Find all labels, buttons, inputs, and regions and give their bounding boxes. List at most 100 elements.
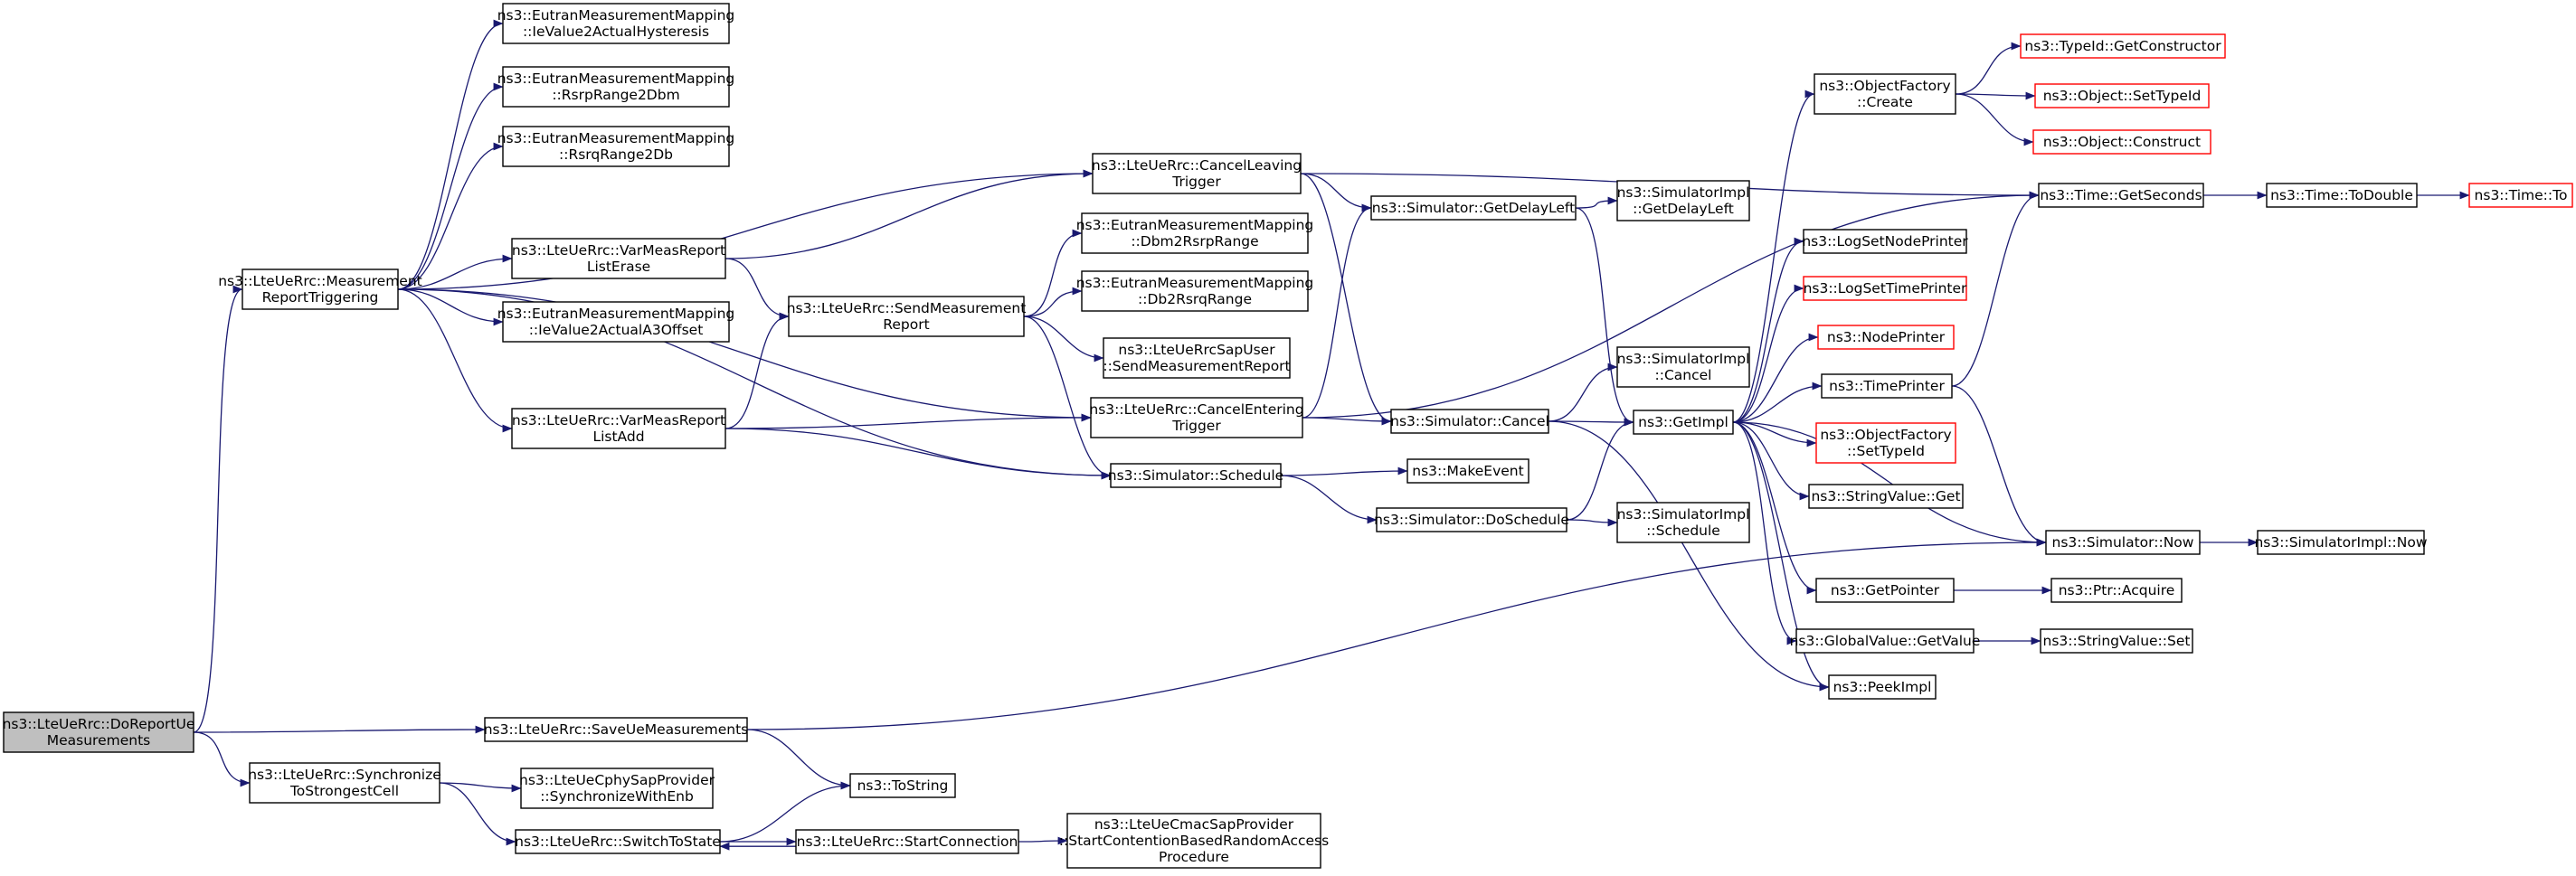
node-label: ns3::LteUeRrc::VarMeasReport	[512, 412, 725, 429]
node-label: ns3::ToString	[857, 777, 949, 794]
graph-node[interactable]: ns3::LteUeCphySapProvider::SynchronizeWi…	[519, 768, 715, 809]
graph-node[interactable]: ns3::StringValue::Get	[1808, 484, 1964, 509]
graph-node[interactable]: ns3::LteUeRrcSapUser::SendMeasurementRep…	[1103, 337, 1291, 379]
call-edge	[397, 19, 504, 290]
node-box	[1633, 410, 1734, 435]
graph-node[interactable]: ns3::LteUeRrc::SendMeasurementReport	[787, 296, 1027, 337]
graph-node[interactable]: ns3::EutranMeasurementMapping::RsrqRange…	[497, 126, 735, 167]
graph-node[interactable]: ns3::LteUeCmacSapProvider::StartContenti…	[1059, 813, 1329, 869]
graph-node[interactable]: ns3::Simulator::GetDelayLeft	[1370, 195, 1577, 221]
node-label: ::StartContentionBasedRandomAccess	[1059, 833, 1329, 849]
graph-node[interactable]: ns3::SimulatorImpl::Now	[2254, 530, 2428, 555]
call-edge	[1548, 418, 1634, 427]
graph-node[interactable]: ns3::LteUeRrc::SynchronizeToStrongestCel…	[248, 762, 441, 804]
node-label: ::GetDelayLeft	[1633, 201, 1734, 217]
node-box	[1370, 195, 1577, 221]
graph-node[interactable]: ns3::EutranMeasurementMapping::Dbm2RsrpR…	[1076, 212, 1314, 254]
graph-node[interactable]: ns3::TypeId::GetConstructor	[2020, 33, 2226, 59]
graph-node[interactable]: ns3::Time::To	[2468, 183, 2573, 208]
graph-node[interactable]: ns3::Simulator::Cancel	[1390, 409, 1549, 434]
graph-node[interactable]: ns3::Object::Construct	[2032, 129, 2211, 155]
graph-node[interactable]: ns3::TimePrinter	[1821, 373, 1953, 399]
node-label: ns3::EutranMeasurementMapping	[497, 306, 735, 322]
graph-node[interactable]: ns3::StringValue::Set	[2040, 628, 2193, 654]
graph-node[interactable]: ns3::LteUeRrc::StartConnection	[795, 829, 1019, 854]
graph-node[interactable]: ns3::PeekImpl	[1828, 674, 1937, 700]
node-label: ns3::Time::GetSeconds	[2040, 187, 2202, 203]
truncated-node-box	[2034, 83, 2210, 108]
call-edge	[724, 169, 1094, 259]
node-box	[1795, 628, 1975, 654]
graph-node[interactable]: ns3::LteUeRrc::SwitchToState	[515, 829, 721, 854]
node-box	[2038, 183, 2204, 208]
call-edge	[439, 782, 522, 793]
call-edge	[1732, 333, 1819, 423]
graph-node[interactable]: ns3::Simulator::Now	[2045, 530, 2201, 555]
call-edge	[1575, 207, 1634, 427]
call-edge	[1548, 363, 1618, 422]
graph-node[interactable]: ns3::LteUeRrc::MeasurementReportTriggeri…	[218, 268, 422, 310]
node-label: ToStrongestCell	[289, 783, 399, 799]
node-label: ns3::TimePrinter	[1829, 378, 1945, 394]
graph-node[interactable]: ns3::LogSetNodePrinter	[1802, 229, 1968, 254]
graph-node[interactable]: ns3::LogSetTimePrinter	[1803, 276, 1967, 301]
graph-node[interactable]: ns3::SimulatorImpl::Schedule	[1616, 502, 1750, 543]
graph-node[interactable]: ns3::EutranMeasurementMapping::IeValue2A…	[497, 3, 735, 44]
graph-node[interactable]: ns3::GetPointer	[1815, 578, 1955, 603]
call-edge	[397, 288, 1092, 422]
graph-node[interactable]: ns3::GlobalValue::GetValue	[1790, 628, 1981, 654]
graph-node[interactable]: ns3::EutranMeasurementMapping::IeValue2A…	[497, 301, 735, 343]
graph-node[interactable]: ns3::SimulatorImpl::Cancel	[1616, 346, 1750, 388]
truncated-node-box	[1817, 325, 1955, 350]
graph-node[interactable]: ns3::EutranMeasurementMapping::Db2RsrqRa…	[1076, 270, 1314, 312]
node-box	[511, 408, 726, 449]
node-label: ns3::Simulator::Schedule	[1108, 467, 1283, 484]
graph-node[interactable]: ns3::ObjectFactory::SetTypeId	[1815, 422, 1956, 464]
graph-node[interactable]: ns3::LteUeRrc::SaveUeMeasurements	[484, 717, 749, 742]
graph-node[interactable]: ns3::GetImpl	[1633, 410, 1734, 435]
node-label: Report	[883, 316, 929, 333]
graph-node[interactable]: ns3::Simulator::Schedule	[1108, 463, 1283, 488]
call-edge	[1023, 316, 1112, 480]
graph-node[interactable]: ns3::SimulatorImpl::GetDelayLeft	[1616, 180, 1750, 221]
graph-node[interactable]: ns3::Simulator::DoSchedule	[1374, 507, 1569, 532]
graph-node[interactable]: ns3::NodePrinter	[1817, 325, 1955, 350]
node-box	[1081, 212, 1309, 254]
call-edge	[746, 538, 2047, 730]
call-edge	[1023, 229, 1083, 317]
node-label: ns3::GetImpl	[1638, 414, 1728, 430]
graph-node[interactable]: ns3::Ptr::Acquire	[2050, 578, 2183, 603]
node-label: ns3::LteUeCmacSapProvider	[1094, 816, 1294, 833]
node-label: ::SynchronizeWithEnb	[540, 788, 694, 805]
node-label: ns3::TypeId::GetConstructor	[2024, 38, 2221, 54]
node-box	[520, 768, 714, 809]
call-edge	[397, 82, 504, 290]
node-label: ns3::LogSetNodePrinter	[1802, 233, 1968, 250]
call-edge	[724, 428, 1112, 480]
graph-node[interactable]: ns3::ObjectFactory::Create	[1814, 73, 1956, 115]
root-node-box	[3, 711, 194, 753]
node-label: ns3::MakeEvent	[1412, 463, 1523, 479]
call-edge	[1548, 420, 1830, 692]
graph-node[interactable]: ns3::Time::ToDouble	[2266, 183, 2418, 208]
graph-node[interactable]: ns3::MakeEvent	[1406, 458, 1530, 484]
graph-node[interactable]: ns3::Time::GetSeconds	[2038, 183, 2204, 208]
graph-node[interactable]: ns3::EutranMeasurementMapping::RsrpRange…	[497, 66, 735, 108]
node-label: ns3::EutranMeasurementMapping	[497, 71, 735, 87]
graph-node[interactable]: ns3::Object::SetTypeId	[2034, 83, 2210, 108]
node-label: ns3::LogSetTimePrinter	[1804, 280, 1967, 297]
node-label: Measurements	[47, 732, 151, 749]
node-label: ns3::ObjectFactory	[1820, 427, 1951, 443]
call-edge	[1732, 421, 1830, 692]
graph-node[interactable]: ns3::ToString	[849, 773, 956, 798]
call-edge	[1280, 475, 1378, 524]
node-label: ns3::LteUeRrc::SwitchToState	[515, 834, 721, 850]
node-label: ns3::NodePrinter	[1827, 329, 1946, 345]
call-edge	[439, 782, 516, 846]
node-label: ns3::EutranMeasurementMapping	[1076, 275, 1314, 291]
